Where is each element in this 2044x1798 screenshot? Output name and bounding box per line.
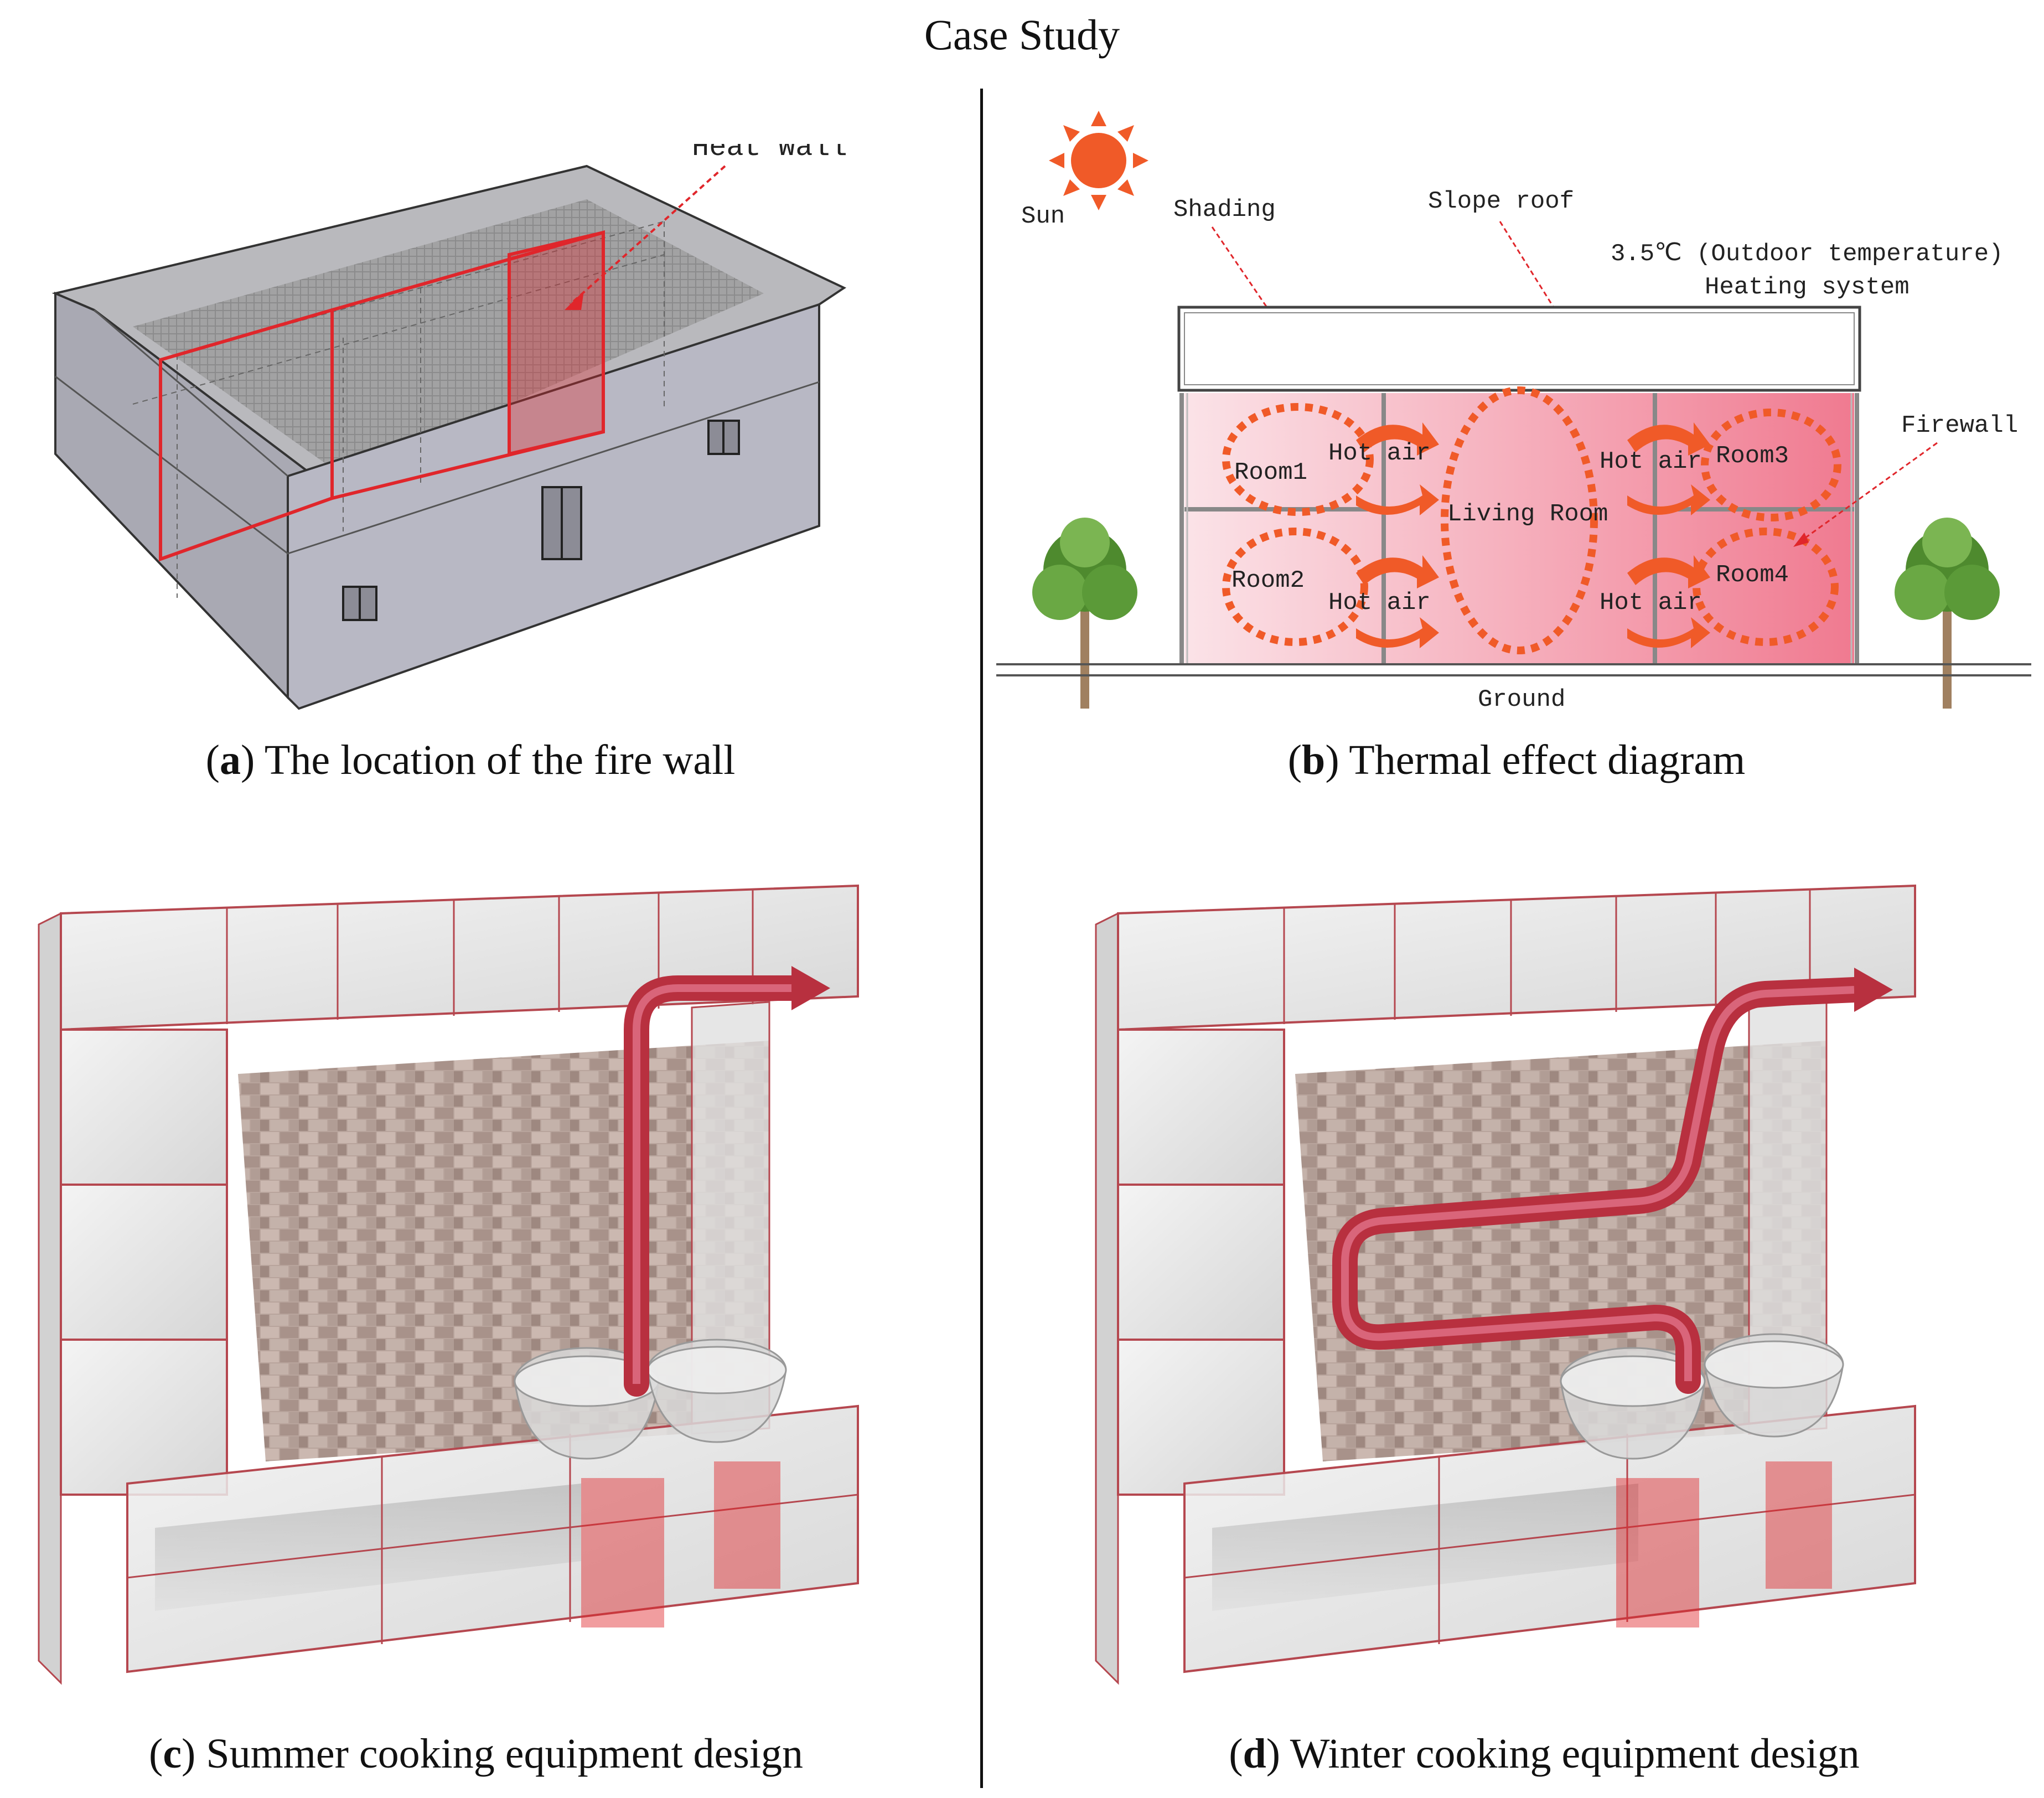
ground-label: Ground xyxy=(1478,686,1565,714)
hot-air-arrows xyxy=(1356,422,1710,648)
caption-c-text: Summer cooking equipment design xyxy=(206,1730,803,1777)
slope-roof-box xyxy=(1177,306,1861,392)
flue-exit-arrow-icon xyxy=(1854,968,1893,1012)
heat-source-block xyxy=(581,1461,780,1628)
hot-air-label-1: Hot air xyxy=(1328,440,1431,467)
heat-wall-arrow xyxy=(569,165,726,306)
ground-line xyxy=(996,663,2031,676)
panel-d-winter-stove xyxy=(1085,864,1970,1727)
heat-wall-highlight xyxy=(509,232,603,454)
firewall-label: Firewall xyxy=(1901,412,2018,440)
figure-title: Case Study xyxy=(924,11,1120,59)
caption-d-letter: d xyxy=(1243,1730,1266,1777)
living-room-airflow xyxy=(1441,386,1598,654)
caption-d-text: Winter cooking equipment design xyxy=(1290,1730,1860,1777)
tree-icon xyxy=(1895,518,2000,709)
room3-label: Room3 xyxy=(1716,442,1789,470)
caption-a: (a) The location of the fire wall xyxy=(205,737,736,783)
heated-rooms-area xyxy=(1184,393,1854,664)
hot-air-label-2: Hot air xyxy=(1328,589,1431,617)
panel-c-summer-stove xyxy=(28,864,913,1727)
flue-exit-arrow-icon xyxy=(791,966,830,1010)
cooking-pot xyxy=(514,1339,787,1460)
caption-d: (d) Winter cooking equipment design xyxy=(1229,1730,1860,1777)
outdoor-temp-label: 3.5℃ (Outdoor temperature) xyxy=(1611,240,2004,268)
caption-b-letter: b xyxy=(1302,737,1326,783)
house-door xyxy=(541,486,582,560)
caption-b-text: Thermal effect diagram xyxy=(1349,737,1746,783)
caption-c: (c) Summer cooking equipment design xyxy=(149,1730,803,1777)
vertical-divider xyxy=(980,89,983,1788)
caption-b: (b) Thermal effect diagram xyxy=(1287,737,1746,783)
left-storage-column xyxy=(1117,1029,1285,1496)
room4-label: Room4 xyxy=(1716,561,1789,589)
heating-system-label: Heating system xyxy=(1705,273,1910,301)
heat-source-block xyxy=(1616,1461,1832,1628)
caption-a-letter: a xyxy=(219,737,241,783)
sun-icon xyxy=(1049,111,1148,210)
room2-label: Room2 xyxy=(1231,567,1305,595)
left-storage-column xyxy=(60,1029,228,1496)
cooking-pot xyxy=(1560,1333,1844,1460)
panel-a-house-diagram: Heat Wall xyxy=(33,144,897,753)
caption-a-text: The location of the fire wall xyxy=(264,737,736,783)
shading-label: Shading xyxy=(1173,196,1276,224)
living-room-label: Living Room xyxy=(1447,500,1608,528)
room1-label: Room1 xyxy=(1234,459,1307,487)
room3-airflow xyxy=(1701,409,1841,521)
heat-wall-label: Heat Wall xyxy=(692,144,847,164)
panel-b-thermal-diagram: Sun Shading Slope roof 3.5℃ (Outdoor tem… xyxy=(996,100,2037,720)
caption-c-letter: c xyxy=(163,1730,182,1777)
hot-air-label-4: Hot air xyxy=(1600,589,1702,617)
room1-airflow xyxy=(1222,403,1374,516)
tree-icon xyxy=(1032,518,1137,709)
room4-airflow xyxy=(1693,528,1839,646)
house-window xyxy=(342,420,740,621)
hot-air-label-3: Hot air xyxy=(1600,448,1702,476)
sun-label: Sun xyxy=(1021,203,1065,230)
room2-airflow xyxy=(1222,528,1368,646)
slope-roof-label: Slope roof xyxy=(1428,188,1574,215)
